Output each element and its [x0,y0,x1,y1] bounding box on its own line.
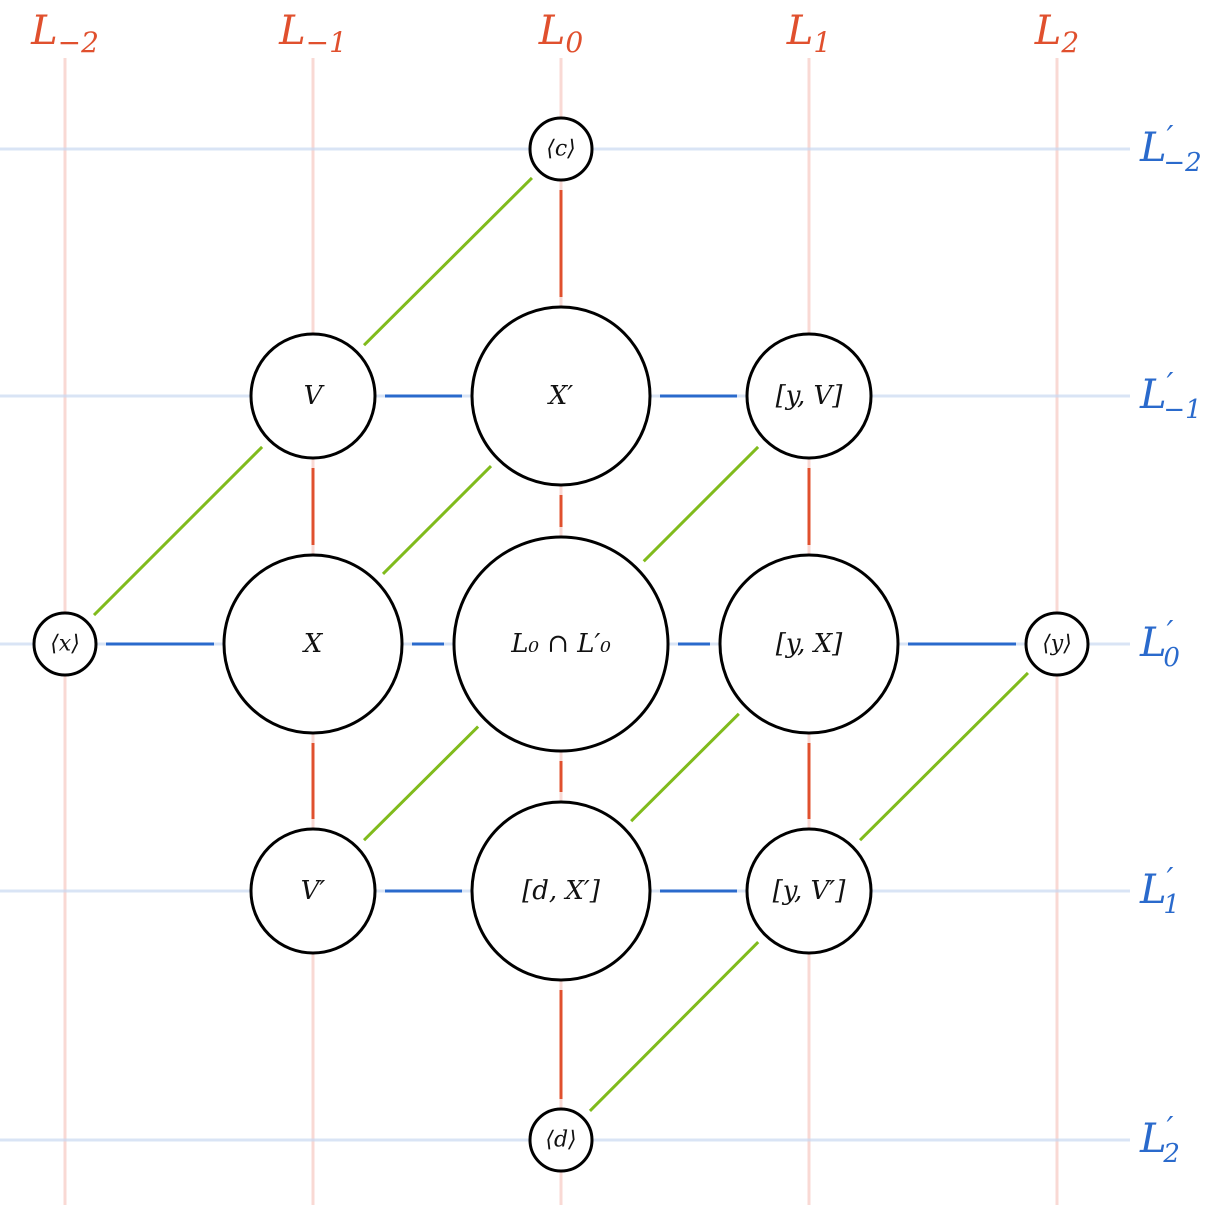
node-X: X [222,553,404,735]
node-label-dXp: [d, X′] [522,876,601,906]
node-label-yX: [y, X] [776,629,843,659]
node-circle-d [528,1107,594,1173]
node-yX: [y, X] [718,553,900,735]
edge-green-center-Vp [362,725,480,842]
node-c: ⟨c⟩ [528,116,594,182]
column-label-L-2: L−2 [30,8,99,59]
node-center: L₀ ∩ L′₀ [452,535,670,753]
node-label-d: ⟨d⟩ [545,1128,576,1153]
node-circle-yX [718,553,900,735]
node-label-x: ⟨x⟩ [50,632,80,657]
node-circle-X [222,553,404,735]
node-label-yV: [y, V] [776,381,844,411]
node-circle-y [1024,611,1090,677]
node-yVp: [y, V′] [745,827,873,955]
node-label-center: L₀ ∩ L′₀ [510,629,611,659]
node-Xp: X′ [470,305,652,487]
node-y: ⟨y⟩ [1024,611,1090,677]
column-label-L1: L1 [786,8,831,59]
node-circle-c [528,116,594,182]
edge-green-V-x [92,445,264,617]
node-label-Vp: V′ [301,876,326,906]
edge-green-c-V [362,176,534,347]
axis-labels: L−2 L−1 L0 L1 L2L′−2L′−1L′0L′1L′2 [30,8,1202,1169]
node-dXp: [d, X′] [470,800,652,982]
edges [92,176,1030,1113]
edge-green-yVp-d [588,940,760,1113]
node-Vp: V′ [249,827,377,955]
node-label-yVp: [y, V′] [773,876,847,906]
node-V: V [249,332,377,460]
node-d: ⟨d⟩ [528,1107,594,1173]
row-label-Lp1: L′1 [1139,862,1180,920]
edge-green-y-yVp [858,671,1030,842]
node-circle-dXp [470,800,652,982]
column-label-L-1: L−1 [278,8,347,59]
row-label-Lp-2: L′−2 [1139,120,1202,178]
row-label-Lp0: L′0 [1139,615,1180,673]
node-circle-center [452,535,670,753]
node-label-Xp: X′ [547,381,574,411]
column-label-L2: L2 [1034,8,1079,59]
node-yV: [y, V] [745,332,873,460]
node-circle-x [32,611,98,677]
node-circle-V [249,332,377,460]
row-label-Lp2: L′2 [1139,1111,1180,1169]
edge-green-yX-dXp [630,712,740,823]
node-circle-yV [745,332,873,460]
row-label-Lp-1: L′−1 [1139,367,1202,425]
node-circle-Xp [470,305,652,487]
node-label-X: X [302,629,324,659]
edge-green-yV-center [642,445,760,563]
node-circle-Vp [249,827,377,955]
edge-green-Xp-X [381,464,493,576]
column-label-L0: L0 [538,8,583,59]
node-label-y: ⟨y⟩ [1042,632,1072,657]
node-label-c: ⟨c⟩ [546,137,576,162]
nodes: ⟨c⟩ V X′ [y, V] ⟨x⟩ X L₀ ∩ L′₀ [y, X] ⟨y⟩ V′ [d, X… [32,116,1090,1173]
node-circle-yVp [745,827,873,955]
node-label-V: V [304,381,325,411]
node-x: ⟨x⟩ [32,611,98,677]
